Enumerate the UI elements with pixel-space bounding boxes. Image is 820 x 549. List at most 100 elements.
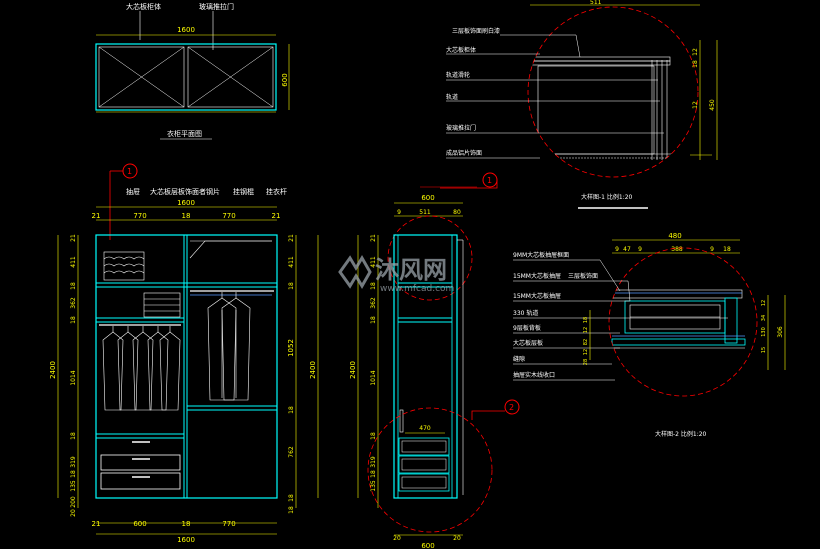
svg-text:18: 18 [70, 282, 77, 290]
watermark-text: 沐风网 [375, 256, 447, 284]
svg-text:21: 21 [70, 234, 77, 242]
svg-text:12: 12 [583, 327, 589, 333]
svg-text:18: 18 [288, 494, 295, 502]
callout-hanger: 挂衣杆 [266, 187, 287, 196]
plan-label-cabinet: 大芯板柜体 [126, 2, 161, 11]
svg-text:15: 15 [761, 347, 767, 353]
svg-text:20: 20 [453, 535, 461, 542]
detail-1-label-1: 大芯板柜体 [446, 46, 476, 54]
svg-text:18: 18 [370, 432, 377, 440]
svg-text:9: 9 [638, 246, 642, 253]
svg-text:1600: 1600 [177, 199, 195, 207]
svg-text:18: 18 [288, 282, 295, 290]
watermark-logo-icon [338, 255, 372, 289]
svg-text:130: 130 [761, 327, 767, 337]
plan-dim-depth: 600 [281, 73, 289, 86]
detail-1-label-5: 成品铝片饰面 [446, 149, 482, 157]
svg-text:82: 82 [583, 339, 589, 345]
side-section: 1 600 9 511 80 470 2 [349, 172, 520, 549]
detail-1-label-4: 玻璃推拉门 [446, 124, 476, 132]
svg-text:21: 21 [370, 234, 377, 242]
front-elevation: 1 抽屉 大芯板层板饰面者钢片 挂钢棍 挂衣杆 1600 21 770 18 7… [49, 163, 319, 544]
svg-text:600: 600 [133, 520, 146, 528]
plan-caption: 衣柜平面图 [167, 129, 202, 138]
svg-text:18: 18 [288, 406, 295, 414]
svg-text:362: 362 [370, 297, 377, 309]
svg-text:1: 1 [127, 167, 132, 176]
svg-text:1600: 1600 [177, 536, 195, 544]
detail-1-label-0: 三层板饰面刷白漆 [452, 27, 500, 35]
svg-text:21: 21 [288, 234, 295, 242]
detail-1-caption: 大样图-1 比例1:20 [581, 193, 633, 201]
svg-text:18: 18 [70, 432, 77, 440]
svg-text:770: 770 [133, 212, 146, 220]
svg-text:411: 411 [70, 256, 77, 268]
svg-text:770: 770 [222, 212, 235, 220]
svg-text:21: 21 [272, 212, 281, 220]
side-panel-outline [393, 234, 458, 499]
svg-text:1: 1 [487, 176, 492, 185]
detail-2-caption: 大样图-2 比例1:20 [655, 430, 707, 438]
detail-2-label-8: 抽屉实木线收口 [513, 371, 555, 379]
svg-text:1052: 1052 [287, 339, 295, 357]
detail-2-label-2: 三层板饰面 [568, 272, 598, 280]
drawer-1 [100, 454, 181, 471]
detail-2-label-1: 15MM大芯板抽屉 [513, 272, 561, 280]
svg-text:18: 18 [70, 470, 77, 478]
svg-text:319: 319 [70, 456, 77, 468]
svg-text:470: 470 [419, 425, 431, 432]
svg-text:9: 9 [710, 246, 714, 253]
callout-rod: 挂钢棍 [233, 187, 254, 196]
detail-2-label-3: 15MM大芯板抽屉 [513, 292, 561, 300]
side-drawer-3 [398, 473, 450, 492]
callout-shelf: 大芯板层板饰面者钢片 [150, 187, 220, 196]
svg-text:18: 18 [70, 316, 77, 324]
detail-2-label-0: 9MM大芯板抽屉框面 [513, 251, 569, 259]
svg-text:12: 12 [692, 48, 699, 56]
svg-text:135: 135 [70, 480, 77, 492]
svg-text:12: 12 [761, 300, 767, 306]
detail-2-circle [608, 247, 758, 397]
svg-text:411: 411 [288, 256, 295, 268]
svg-text:28: 28 [583, 359, 589, 365]
svg-text:762: 762 [288, 446, 295, 458]
svg-text:20: 20 [393, 535, 401, 542]
detail-1-circle [527, 6, 699, 178]
hanging-clothes-left [102, 326, 181, 411]
svg-text:135: 135 [370, 480, 377, 492]
detail-1-label-3: 轨道 [446, 93, 458, 101]
watermark-url: www.mfcad.com [380, 284, 454, 294]
svg-text:1014: 1014 [370, 370, 377, 385]
svg-text:18: 18 [370, 316, 377, 324]
svg-text:2400: 2400 [309, 361, 317, 379]
svg-text:2: 2 [509, 403, 514, 412]
svg-text:480: 480 [668, 232, 681, 240]
svg-text:18: 18 [288, 506, 295, 514]
watermark: 沐风网 www.mfcad.com [338, 255, 454, 294]
detail-1-label-2: 轨道滑轮 [446, 71, 470, 79]
svg-text:411: 411 [370, 256, 377, 268]
side-drawer-2 [398, 455, 450, 474]
svg-text:9: 9 [615, 246, 619, 253]
svg-text:1014: 1014 [70, 370, 77, 385]
svg-text:9: 9 [397, 209, 401, 216]
detail-2-label-4: 330 轨道 [513, 309, 538, 317]
drawer-2 [100, 472, 181, 490]
svg-text:34: 34 [761, 315, 767, 321]
svg-text:12: 12 [692, 101, 699, 109]
svg-text:200: 200 [70, 496, 77, 508]
svg-text:18: 18 [723, 246, 731, 253]
svg-text:18: 18 [370, 470, 377, 478]
svg-text:12: 12 [583, 349, 589, 355]
svg-text:18: 18 [692, 60, 699, 68]
svg-text:2400: 2400 [49, 361, 57, 379]
svg-text:511: 511 [419, 209, 431, 216]
plan-view: 大芯板柜体 玻璃推拉门 1600 600 衣柜平面图 [95, 2, 290, 140]
svg-text:18: 18 [370, 282, 377, 290]
svg-text:80: 80 [453, 209, 461, 216]
svg-text:21: 21 [92, 520, 101, 528]
svg-text:18: 18 [583, 317, 589, 323]
svg-text:2400: 2400 [349, 361, 357, 379]
svg-text:450: 450 [709, 99, 716, 111]
